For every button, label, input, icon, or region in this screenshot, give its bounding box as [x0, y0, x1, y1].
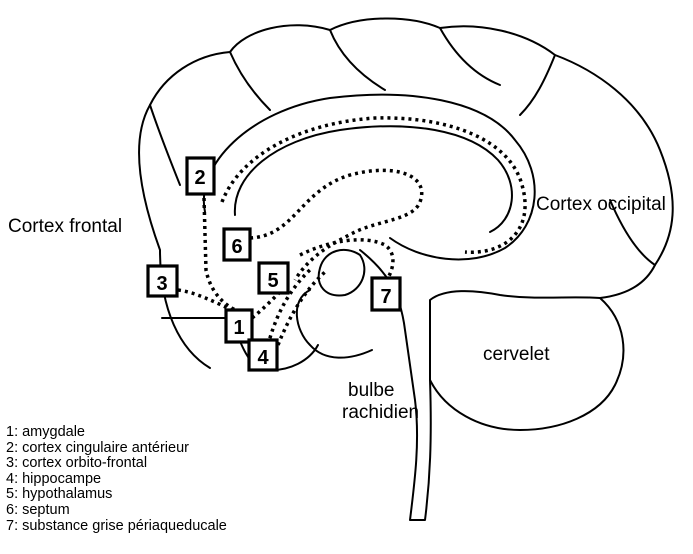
- pathway-5-to-1: [252, 292, 280, 318]
- label-cortex-occipital: Cortex occipital: [536, 194, 666, 215]
- sulcus-1: [230, 52, 270, 110]
- marker-7-substance-grise: 7: [372, 278, 400, 310]
- marker-3-cortex-orbito-frontal: 3: [148, 266, 177, 296]
- marker-5-hypothalamus: 5: [259, 263, 288, 293]
- label-cervelet: cervelet: [483, 344, 550, 365]
- legend-item: 5: hypothalamus: [6, 487, 227, 503]
- label-cortex-frontal: Cortex frontal: [8, 216, 122, 237]
- marker-2-cortex-cingulaire: 2: [187, 158, 214, 194]
- svg-text:2: 2: [194, 167, 205, 189]
- legend: 1: amygdale 2: cortex cingulaire antérie…: [6, 425, 227, 534]
- legend-item: 2: cortex cingulaire antérieur: [6, 441, 227, 457]
- pathway-to-7: [300, 240, 393, 278]
- legend-item: 4: hippocampe: [6, 472, 227, 488]
- pathway-cingulate: [222, 118, 525, 252]
- label-bulbe: bulbe: [348, 380, 395, 401]
- svg-text:3: 3: [156, 273, 167, 295]
- sulcus-5: [150, 105, 180, 185]
- legend-item: 1: amygdale: [6, 425, 227, 441]
- svg-text:1: 1: [233, 317, 244, 339]
- pons-outline: [297, 290, 372, 358]
- sulcus-2: [330, 30, 385, 90]
- corpus-callosum-inner: [235, 126, 512, 232]
- marker-6-septum: 6: [224, 229, 250, 260]
- legend-item: 6: septum: [6, 503, 227, 519]
- svg-text:7: 7: [380, 286, 391, 308]
- legend-item: 7: substance grise périaqueducale: [6, 519, 227, 535]
- svg-text:5: 5: [267, 270, 278, 292]
- marker-1-amygdale: 1: [226, 310, 252, 342]
- marker-4-hippocampe: 4: [249, 340, 277, 370]
- thalamus-outline: [319, 250, 365, 296]
- sulcus-4: [520, 55, 555, 115]
- sulcus-3: [440, 28, 500, 85]
- legend-item: 3: cortex orbito-frontal: [6, 456, 227, 472]
- svg-text:4: 4: [257, 347, 269, 369]
- svg-text:6: 6: [231, 236, 242, 258]
- label-rachidien: rachidien: [342, 402, 419, 423]
